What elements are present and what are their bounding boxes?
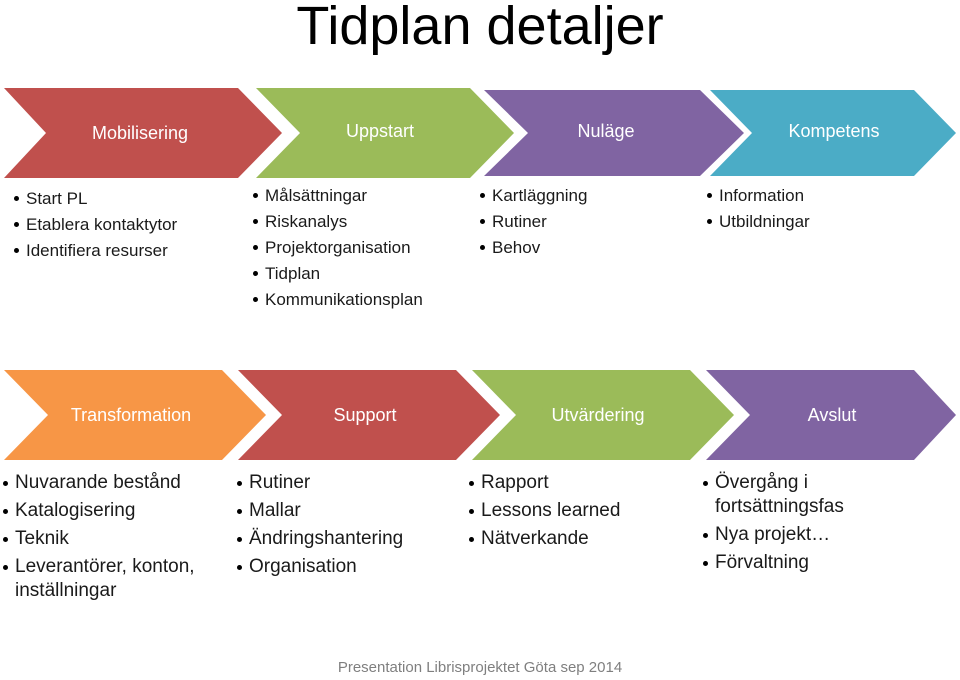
kompetens-list: Information Utbildningar — [707, 183, 907, 235]
avslut-list: Övergång i fortsättningsfas Nya projekt…… — [703, 471, 878, 579]
uppstart-list: Målsättningar Riskanalys Projektorganisa… — [253, 183, 473, 313]
list-item: Förvaltning — [703, 551, 878, 575]
phase-label: Avslut — [808, 405, 857, 425]
phase-avslut: Avslut — [706, 370, 956, 460]
chevron-shape — [256, 88, 514, 178]
footer-text: Presentation Librisprojektet Göta sep 20… — [337, 659, 623, 676]
phase-label: Support — [333, 405, 396, 425]
list-item: Lessons learned — [469, 499, 694, 523]
list-item: Ändringshantering — [237, 527, 462, 551]
mobilisering-list: Start PL Etablera kontaktytor Identifier… — [14, 186, 234, 264]
phase-label: Nuläge — [577, 121, 634, 141]
phase-label: Transformation — [71, 405, 191, 425]
list-item: Rutiner — [480, 209, 680, 235]
transformation-list: Nuvarande bestånd Katalogisering Teknik … — [3, 471, 228, 607]
chevron-shape — [710, 90, 956, 176]
phase-mobilisering: Mobilisering — [4, 88, 282, 178]
utvardering-list: Rapport Lessons learned Nätverkande — [469, 471, 694, 555]
list-item: Katalogisering — [3, 499, 228, 523]
phase-uppstart: Uppstart — [256, 88, 514, 178]
phase-transformation: Transformation — [4, 370, 266, 460]
list-item: Mallar — [237, 499, 462, 523]
phase-support: Support — [238, 370, 500, 460]
list-item: Målsättningar — [253, 183, 473, 209]
list-item: Etablera kontaktytor — [14, 212, 234, 238]
phase-utvardering: Utvärdering — [472, 370, 734, 460]
list-item: Kommunikationsplan — [253, 287, 473, 313]
page-title: Tidplan detaljer — [296, 0, 664, 56]
nulage-list: Kartläggning Rutiner Behov — [480, 183, 680, 261]
list-item: Nya projekt… — [703, 523, 878, 547]
list-item: Nätverkande — [469, 527, 694, 551]
list-item: Nuvarande bestånd — [3, 471, 228, 495]
list-item: Information — [707, 183, 907, 209]
list-item: Utbildningar — [707, 209, 907, 235]
list-item: Övergång i fortsättningsfas — [703, 471, 878, 519]
chevron-shape — [706, 370, 956, 460]
list-item: Start PL — [14, 186, 234, 212]
chevron-shape — [238, 370, 500, 460]
phase-label: Kompetens — [788, 121, 879, 141]
phase-label: Uppstart — [346, 121, 414, 141]
list-item: Behov — [480, 235, 680, 261]
list-item: Organisation — [237, 555, 462, 579]
list-item: Rutiner — [237, 471, 462, 495]
chevron-shape — [484, 90, 744, 176]
list-item: Kartläggning — [480, 183, 680, 209]
list-item: Leverantörer, konton, inställningar — [3, 555, 228, 603]
phase-nulage: Nuläge — [484, 90, 744, 176]
phase-kompetens: Kompetens — [710, 90, 956, 176]
list-item: Riskanalys — [253, 209, 473, 235]
chevron-shape — [4, 88, 282, 178]
list-item: Projektorganisation — [253, 235, 473, 261]
chevron-shape — [4, 370, 266, 460]
list-item: Teknik — [3, 527, 228, 551]
list-item: Identifiera resurser — [14, 238, 234, 264]
phase-label: Mobilisering — [92, 123, 188, 143]
phase-label: Utvärdering — [551, 405, 644, 425]
support-list: Rutiner Mallar Ändringshantering Organis… — [237, 471, 462, 583]
chevron-shape — [472, 370, 734, 460]
list-item: Rapport — [469, 471, 694, 495]
list-item: Tidplan — [253, 261, 473, 287]
